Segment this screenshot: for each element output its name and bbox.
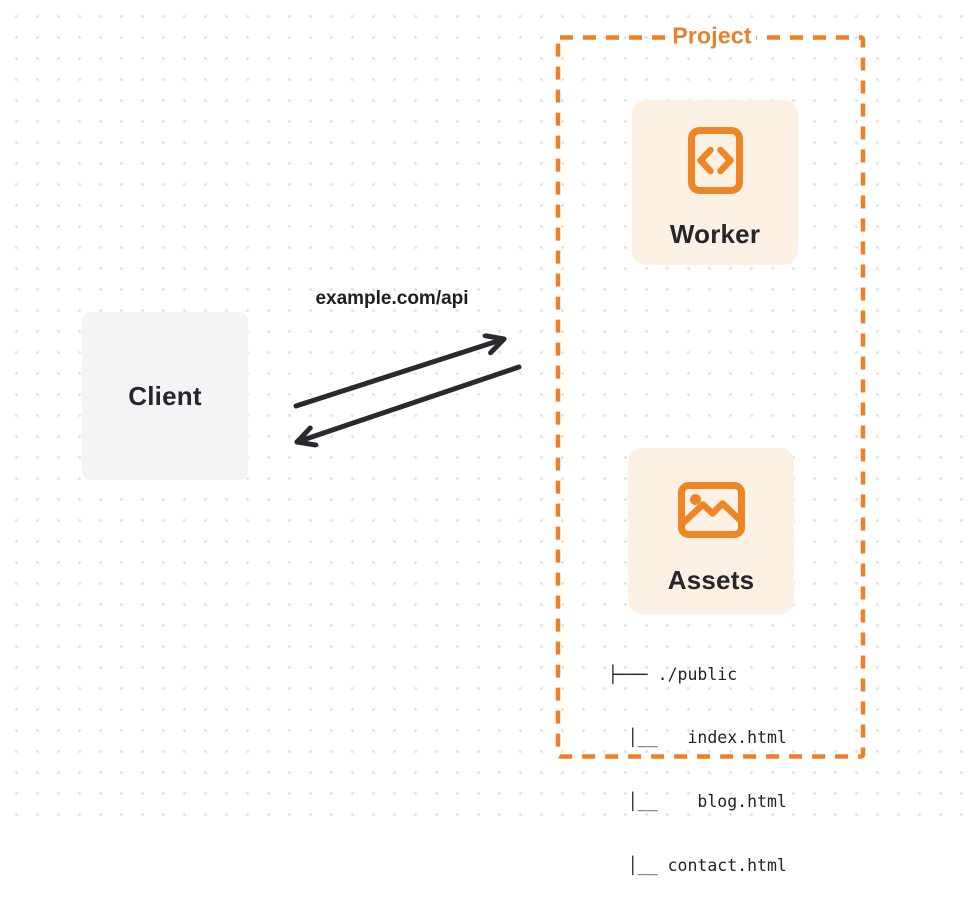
file-tree-line: │__ blog.html	[608, 792, 787, 812]
assets-label: Assets	[667, 565, 755, 595]
code-document-icon	[687, 127, 743, 194]
file-tree-line: ├─── ./public	[608, 664, 738, 684]
project-label: Project	[667, 22, 757, 50]
response-arrow	[294, 364, 522, 442]
worker-label: Worker	[669, 219, 761, 249]
client-node: Client	[82, 312, 248, 480]
diagram-canvas: Client Worker Assets Project example.	[0, 0, 980, 875]
worker-node: Worker	[632, 100, 798, 265]
file-tree-line: │__ contact.html	[608, 856, 787, 876]
assets-file-tree: ├─── ./public │__ index.html │__ blog.ht…	[608, 621, 787, 919]
assets-node: Assets	[628, 448, 794, 614]
request-arrow	[293, 339, 507, 409]
request-url-label: example.com/api	[315, 288, 469, 309]
client-label: Client	[128, 380, 202, 411]
image-icon	[677, 482, 745, 538]
file-tree-line: │__ index.html	[608, 728, 787, 748]
